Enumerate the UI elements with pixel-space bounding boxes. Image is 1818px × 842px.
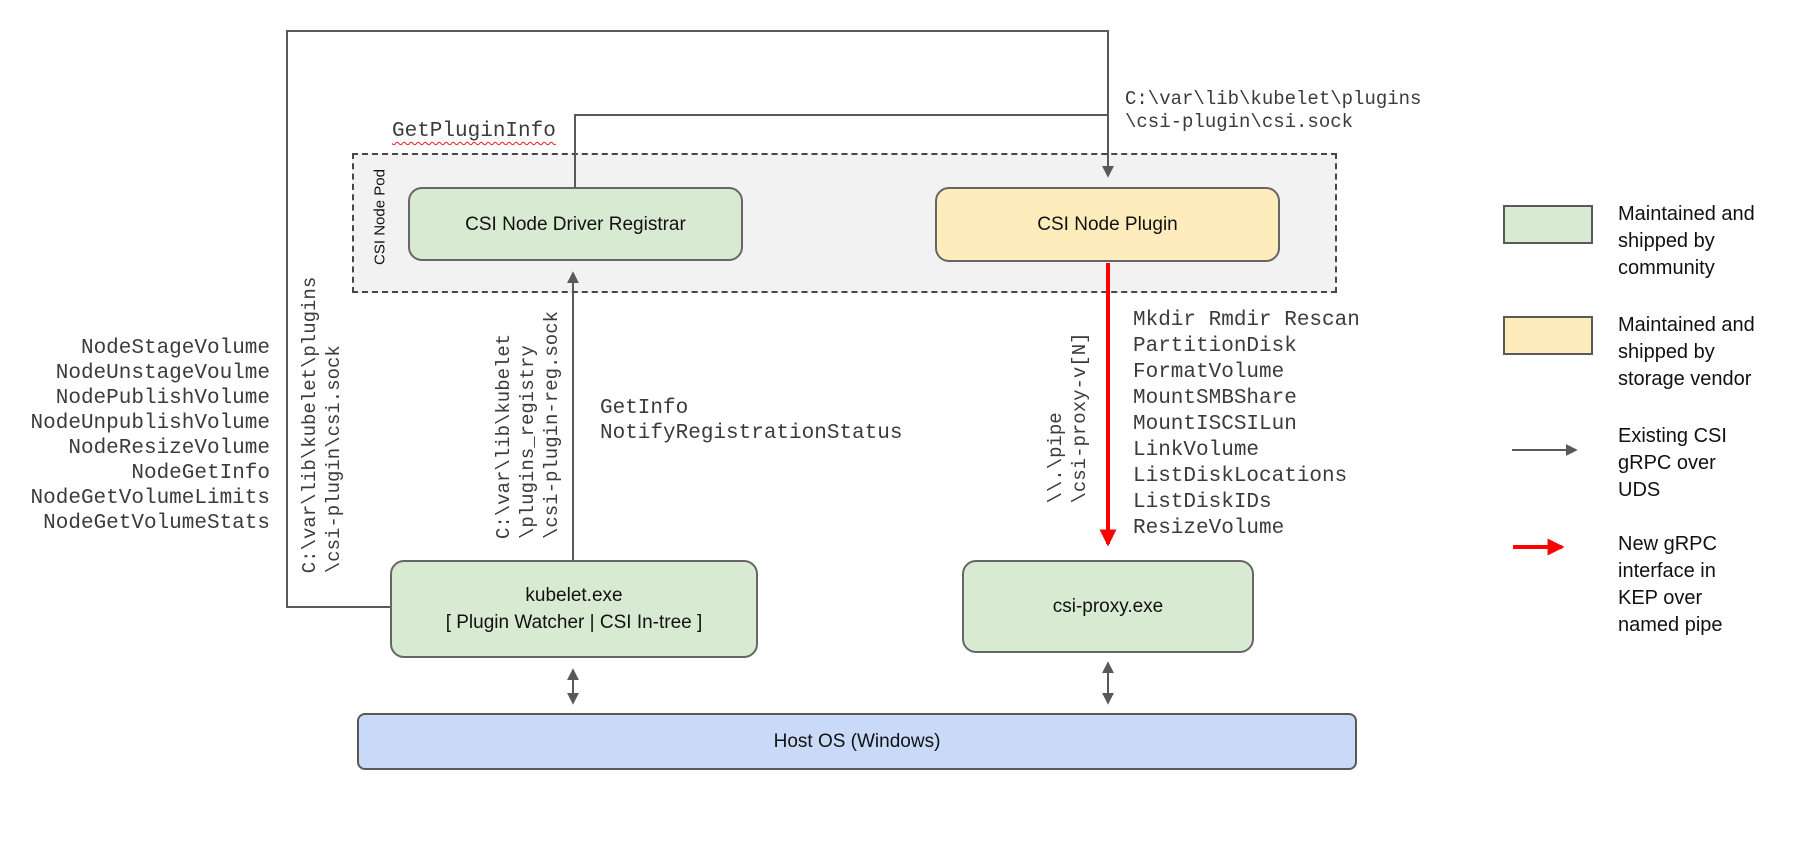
host-os-box: Host OS (Windows) xyxy=(357,713,1357,770)
csi-node-plugin-label: CSI Node Plugin xyxy=(1037,214,1178,235)
host-os-label: Host OS (Windows) xyxy=(773,731,941,752)
get-plugin-info-label: GetPluginInfo xyxy=(392,120,556,143)
legend-uds-label: Existing CSI gRPC over UDS xyxy=(1618,425,1727,501)
kubelet-socket-path-vertical-label: C:\var\lib\kubelet\plugins \csi-plugin\c… xyxy=(299,276,345,574)
csi-node-plugin-box: CSI Node Plugin xyxy=(935,187,1280,262)
csi-node-driver-registrar-box: CSI Node Driver Registrar xyxy=(408,187,743,261)
legend-vendor-swatch xyxy=(1503,316,1593,355)
legend-vendor-label: Maintained and shipped by storage vendor xyxy=(1618,314,1755,390)
legend-named-pipe-label: New gRPC interface in KEP over named pip… xyxy=(1618,533,1723,636)
plugin-socket-path-label: C:\var\lib\kubelet\plugins \csi-plugin\c… xyxy=(1125,88,1422,133)
registration-calls-label: GetInfo NotifyRegistrationStatus xyxy=(600,397,903,445)
legend-community-swatch xyxy=(1503,205,1593,244)
csi-proxy-box: csi-proxy.exe xyxy=(962,560,1254,653)
kubelet-label-line2: [ Plugin Watcher | CSI In-tree ] xyxy=(445,612,703,633)
proxy-methods-list: Mkdir Rmdir Rescan PartitionDisk FormatV… xyxy=(1133,309,1360,540)
named-pipe-vertical-label: \\.\pipe \csi-proxy-v[N] xyxy=(1045,332,1091,504)
kubelet-to-plugin-uds-path xyxy=(286,30,1114,608)
csi-node-pod-label: CSI Node Pod xyxy=(371,169,389,265)
registry-socket-path-vertical-label: C:\var\lib\kubelet \plugins_registry \cs… xyxy=(493,310,563,540)
csi-proxy-label: csi-proxy.exe xyxy=(1052,596,1164,617)
csi-node-driver-registrar-label: CSI Node Driver Registrar xyxy=(465,213,686,235)
legend-community-label: Maintained and shipped by community xyxy=(1618,203,1755,279)
node-methods-list: NodeStageVolume NodeUnstageVoulme NodePu… xyxy=(30,337,270,535)
kubelet-label-line1: kubelet.exe xyxy=(525,585,623,606)
kubelet-box: kubelet.exe [ Plugin Watcher | CSI In-tr… xyxy=(390,560,758,658)
